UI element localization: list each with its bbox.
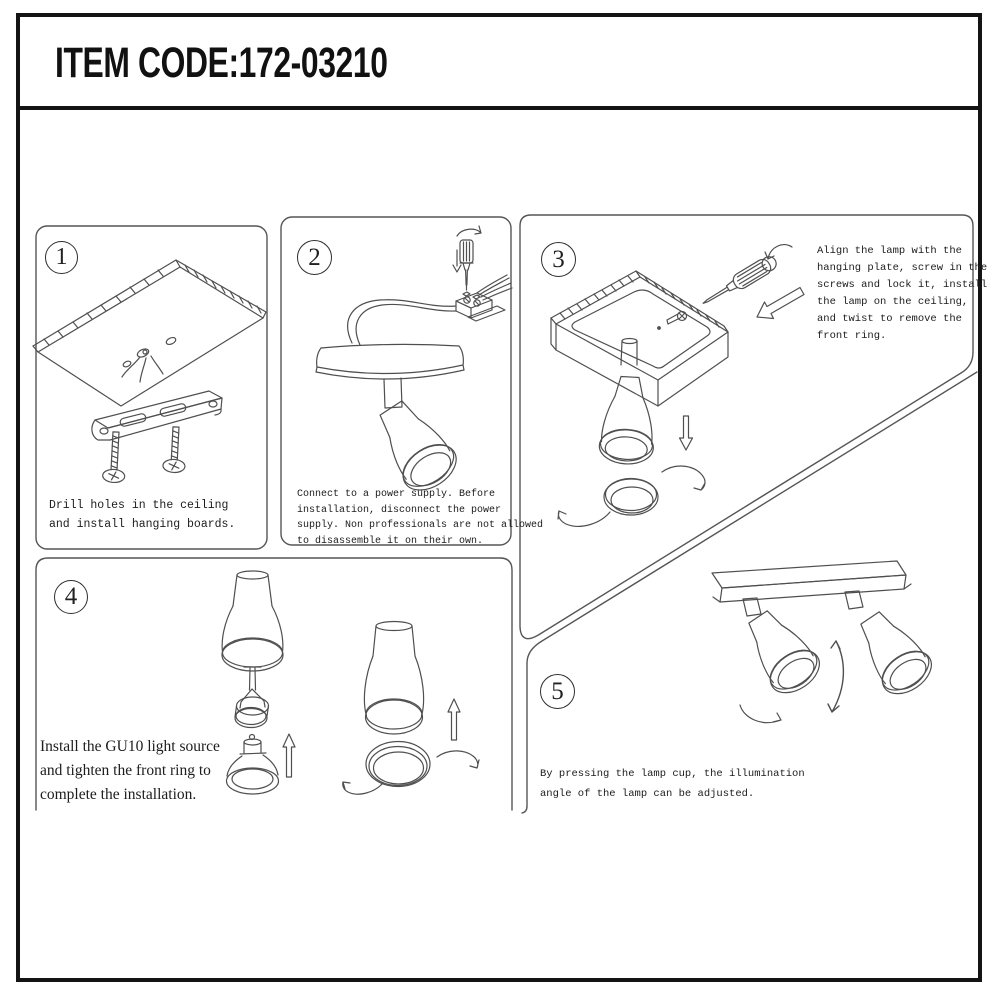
panel-3-border <box>519 214 974 640</box>
wire-hole <box>136 348 150 358</box>
step-5-caption: By pressing the lamp cup, the illuminati… <box>540 768 805 800</box>
lamp-stem <box>844 590 864 610</box>
panel-5-border <box>521 371 978 814</box>
lamp-face <box>604 436 648 462</box>
lamp-with-socket <box>221 570 284 729</box>
lamp-face <box>410 452 452 487</box>
lamp-face <box>889 658 927 690</box>
twist-arrow-icon <box>661 465 706 491</box>
screwdriver-icon <box>459 239 474 291</box>
tilt-arrow-icon <box>827 640 845 713</box>
ceiling-canopy <box>315 343 465 380</box>
twist-arrow-icon <box>342 781 384 795</box>
step-2-number: 2 <box>297 240 332 275</box>
mounting-bracket <box>91 390 223 441</box>
step1-illustration <box>32 259 267 484</box>
rotation-arrow-icon <box>456 225 482 237</box>
gu10-bulb <box>225 733 280 795</box>
screw-hole <box>165 336 177 346</box>
panel-borders <box>35 214 978 814</box>
spotlight <box>598 375 654 465</box>
hatching <box>559 275 634 320</box>
down-arrow-icon <box>452 249 462 273</box>
front-ring <box>603 477 659 516</box>
terminal-block <box>455 291 506 322</box>
step-3-caption: Align the lamp with the hanging plate, s… <box>817 245 988 342</box>
step5-illustration <box>711 560 932 724</box>
hanging-plate <box>550 270 729 407</box>
hatching <box>43 269 164 346</box>
hatching <box>184 264 262 314</box>
step-3-number: 3 <box>541 242 576 277</box>
plate-recess <box>571 289 711 369</box>
step3-illustration <box>550 244 805 527</box>
twist-arrow-icon <box>436 750 480 769</box>
wires <box>476 274 513 301</box>
step4-illustration <box>221 570 480 795</box>
step-5-number: 5 <box>540 674 575 709</box>
screw-icon <box>102 431 126 484</box>
front-ring <box>365 740 431 788</box>
power-cable <box>347 299 457 346</box>
lamp-stem <box>383 377 403 409</box>
panel-4-border <box>35 557 513 811</box>
step-1-caption: Drill holes in the ceiling and install h… <box>49 499 236 531</box>
wire-end <box>142 349 148 355</box>
rotation-arrow-icon <box>764 244 793 260</box>
slot <box>159 403 187 417</box>
page-title: ITEM CODE:172-03210 <box>55 39 388 87</box>
panel-1-border <box>35 225 268 550</box>
up-arrow-icon <box>282 733 296 778</box>
socket-contact <box>243 666 262 691</box>
wires <box>121 355 164 383</box>
twist-arrow-icon <box>557 510 611 527</box>
bracket-hole <box>99 427 109 435</box>
screw-hole <box>122 360 132 368</box>
step-4-number: 4 <box>54 580 88 614</box>
down-arrow-icon <box>678 415 694 451</box>
spotlight <box>379 400 457 491</box>
step-2-caption: Connect to a power supply. Before instal… <box>297 489 544 547</box>
panel-2-border <box>280 216 512 546</box>
step2-illustration <box>315 225 513 491</box>
step-4-caption: Install the GU10 light source and tighte… <box>40 738 220 803</box>
page-frame <box>16 13 982 982</box>
rotation-arrow-icon <box>739 704 782 724</box>
insert-arrow-icon <box>756 286 805 320</box>
body-frame <box>16 106 982 982</box>
lamp-stem <box>742 597 762 617</box>
ceiling-board <box>32 259 267 407</box>
lamp-stem-top <box>621 337 638 345</box>
up-arrow-icon <box>447 698 461 741</box>
lamp-face <box>777 657 815 689</box>
step-1-number: 1 <box>45 241 78 274</box>
slot <box>119 413 147 427</box>
bracket-hole <box>208 400 218 408</box>
screwdriver-icon <box>702 256 777 304</box>
screw-icon <box>162 426 186 474</box>
mounting-rail <box>711 560 912 603</box>
hatching <box>644 276 720 328</box>
lamp-cup <box>363 620 425 735</box>
lamp-stem <box>620 340 638 366</box>
screw-icon <box>657 310 688 330</box>
spotlight <box>860 611 932 695</box>
spotlight <box>748 610 820 694</box>
